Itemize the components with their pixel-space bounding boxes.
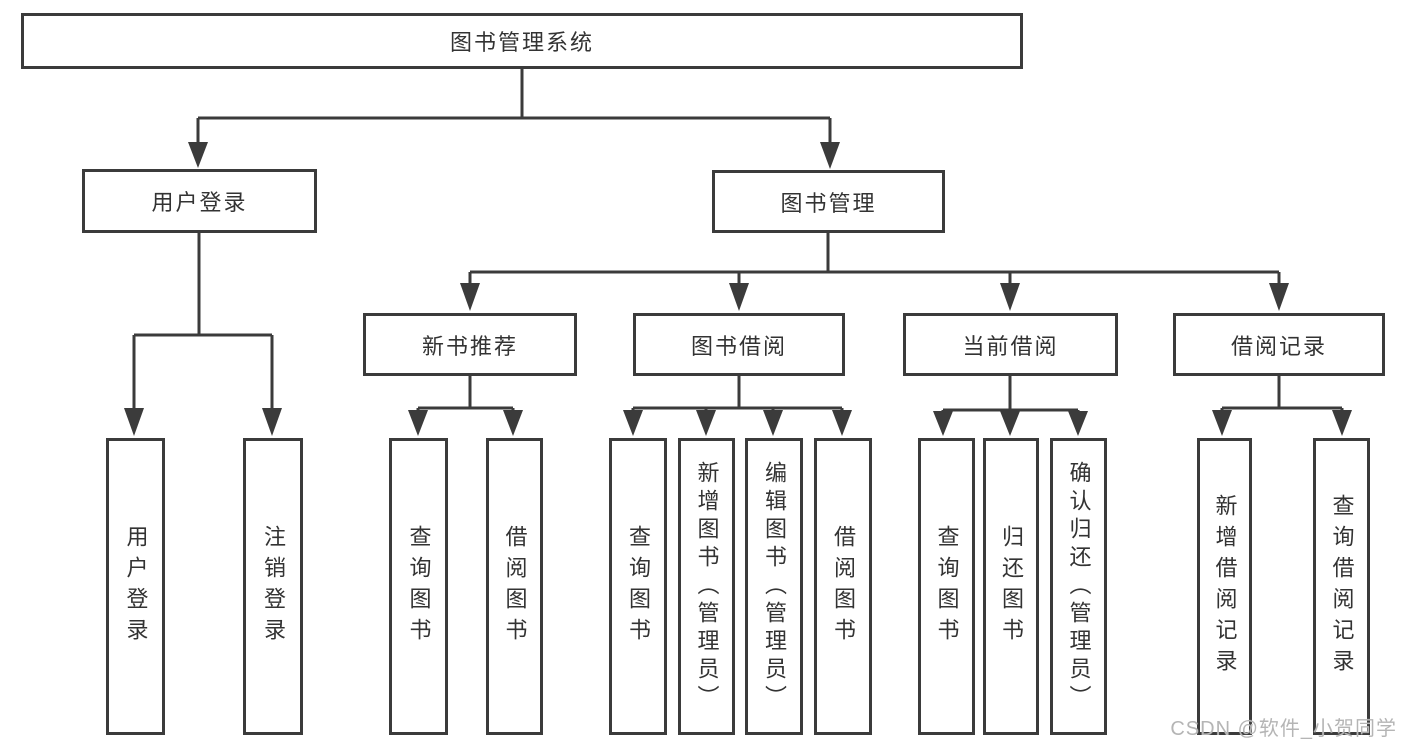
node-book-management-branch-label: 图书管理 xyxy=(780,190,877,216)
connector-strokes xyxy=(132,69,1344,413)
node-root-label: 图书管理系统 xyxy=(449,30,594,55)
node-leaf-query-books-current-label: 查询图书 xyxy=(934,524,960,649)
node-leaf-add-borrow-record: 新增借阅记录 xyxy=(1197,438,1252,735)
node-leaf-edit-books-admin-label: 编辑图书（管理员） xyxy=(762,460,787,713)
node-leaf-query-books-borrowing: 查询图书 xyxy=(609,438,667,735)
node-book-borrowing-label: 图书借阅 xyxy=(690,333,787,359)
arrowheads xyxy=(124,142,1352,436)
node-leaf-confirm-return-admin-label: 确认归还（管理员） xyxy=(1066,460,1092,713)
csdn-watermark: CSDN @软件_小贺同学 xyxy=(1170,718,1397,740)
node-leaf-logout-label: 注销登录 xyxy=(261,524,286,649)
node-leaf-query-borrow-record-label: 查询借阅记录 xyxy=(1329,493,1355,680)
node-new-book-recommendation: 新书推荐 xyxy=(363,313,577,376)
node-leaf-return-books-label: 归还图书 xyxy=(999,524,1024,649)
node-leaf-borrow-books-recommend-label: 借阅图书 xyxy=(502,524,528,649)
node-leaf-confirm-return-admin: 确认归还（管理员） xyxy=(1050,438,1107,735)
node-leaf-add-books-admin-label: 新增图书（管理员） xyxy=(694,460,720,713)
node-borrowing-records: 借阅记录 xyxy=(1173,313,1385,376)
node-leaf-user-login-label: 用户登录 xyxy=(123,524,149,649)
node-leaf-edit-books-admin: 编辑图书（管理员） xyxy=(745,438,803,735)
node-user-login-branch: 用户登录 xyxy=(82,169,317,233)
node-leaf-logout: 注销登录 xyxy=(243,438,303,735)
node-leaf-borrow-books: 借阅图书 xyxy=(814,438,872,735)
node-leaf-query-books-recommend-label: 查询图书 xyxy=(406,524,432,649)
node-root-library-management-system: 图书管理系统 xyxy=(21,13,1023,69)
node-current-borrowing-label: 当前借阅 xyxy=(962,333,1059,359)
node-leaf-borrow-books-label: 借阅图书 xyxy=(831,524,856,649)
node-book-management-branch: 图书管理 xyxy=(712,170,945,233)
node-leaf-query-books-current: 查询图书 xyxy=(918,438,975,735)
node-leaf-add-books-admin: 新增图书（管理员） xyxy=(678,438,735,735)
node-new-book-recommendation-label: 新书推荐 xyxy=(421,333,518,359)
node-leaf-query-books-borrowing-label: 查询图书 xyxy=(626,524,651,649)
node-user-login-branch-label: 用户登录 xyxy=(151,190,248,215)
node-leaf-query-borrow-record: 查询借阅记录 xyxy=(1313,438,1370,735)
node-borrowing-records-label: 借阅记录 xyxy=(1230,333,1327,359)
node-book-borrowing: 图书借阅 xyxy=(633,313,845,376)
node-leaf-borrow-books-recommend: 借阅图书 xyxy=(486,438,543,735)
node-leaf-user-login: 用户登录 xyxy=(106,438,165,735)
node-leaf-return-books: 归还图书 xyxy=(983,438,1039,735)
node-leaf-add-borrow-record-label: 新增借阅记录 xyxy=(1212,493,1238,680)
node-current-borrowing: 当前借阅 xyxy=(903,313,1118,376)
node-leaf-query-books-recommend: 查询图书 xyxy=(389,438,448,735)
